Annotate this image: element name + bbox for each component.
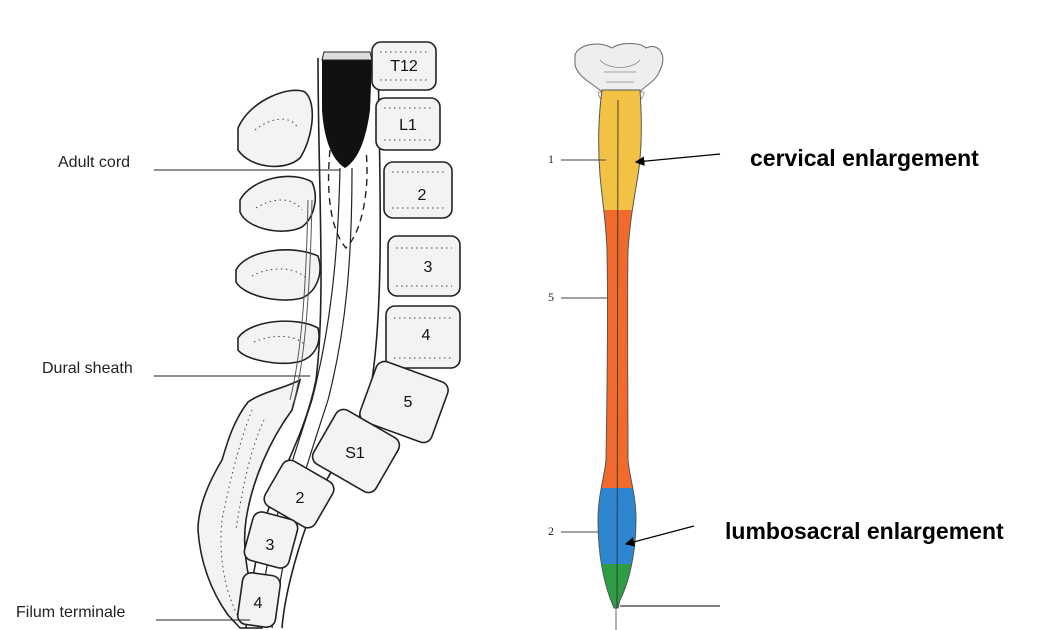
vertebra-l5 xyxy=(359,360,449,444)
vertebra-l1 xyxy=(375,97,441,151)
vertebra-l4 xyxy=(385,305,461,369)
cervical-arrow xyxy=(634,153,721,166)
label-l2: 2 xyxy=(418,187,427,204)
vertebra-s2 xyxy=(263,459,335,529)
cord-outline xyxy=(597,89,642,609)
vertebra-labels: T12 L1 2 3 4 5 S1 2 3 4 xyxy=(254,58,433,612)
label-s3: 3 xyxy=(266,537,275,554)
label-s2: 2 xyxy=(296,490,305,507)
segment-mark-1: 1 xyxy=(548,152,554,166)
spinous-processes xyxy=(197,89,321,629)
label-l1: L1 xyxy=(399,117,417,134)
colored-spinal-cord-diagram: 1 5 2 cervical enlargement lumbosacral e… xyxy=(548,43,1004,630)
left-callouts: Adult cord Dural sheath Filum terminale xyxy=(16,154,340,621)
lumbosacral-enlargement-label: lumbosacral enlargement xyxy=(725,518,1004,544)
vertebra-t12 xyxy=(371,41,437,91)
vertebra-s1 xyxy=(311,408,401,494)
dural-sheath-label: Dural sheath xyxy=(42,360,133,377)
vertebra-s3 xyxy=(243,511,299,569)
lumbosacral-arrow xyxy=(624,525,695,547)
cervical-enlargement-label: cervical enlargement xyxy=(750,145,979,171)
label-s4: 4 xyxy=(254,595,263,612)
adult-cord-label: Adult cord xyxy=(58,154,130,171)
label-s1: S1 xyxy=(345,445,365,462)
sagittal-spine-diagram: T12 L1 2 3 4 5 S1 2 3 4 Adult cord Dural… xyxy=(16,41,461,629)
label-t12: T12 xyxy=(390,58,418,75)
label-l4: 4 xyxy=(422,327,431,344)
vertebra-s4 xyxy=(236,571,282,629)
central-line xyxy=(616,99,619,609)
label-l5: 5 xyxy=(404,394,413,411)
vertebral-bodies xyxy=(236,41,461,629)
vertebra-l2 xyxy=(383,161,453,219)
lumbar-region xyxy=(598,488,642,564)
segment-mark-2: 2 xyxy=(548,524,554,538)
vertebra-l3 xyxy=(387,235,461,297)
label-l3: 3 xyxy=(424,259,433,276)
filum-terminale-label: Filum terminale xyxy=(16,604,125,621)
thoracic-region xyxy=(598,210,642,488)
cervical-region xyxy=(598,90,642,210)
segment-mark-5: 5 xyxy=(548,290,554,304)
segment-marks: 1 5 2 xyxy=(548,152,607,538)
